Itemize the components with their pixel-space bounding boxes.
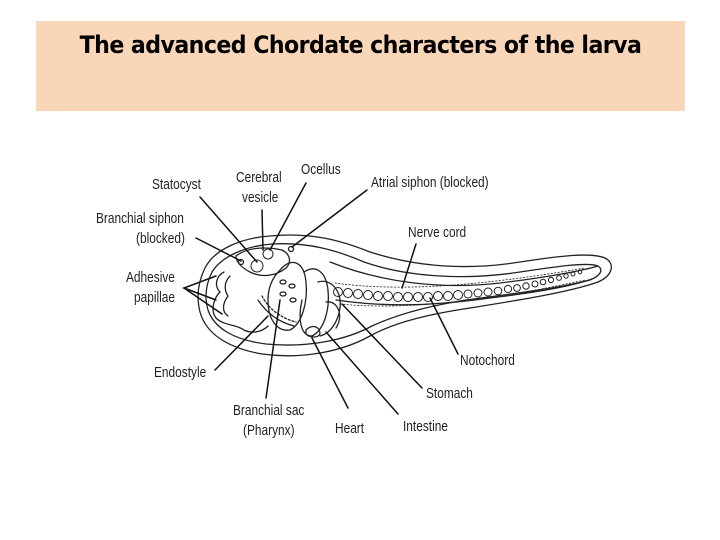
slide-title: The advanced Chordate characters of the … [79, 31, 642, 59]
label-adhesive-papillae-line1: Adhesive [126, 270, 175, 286]
leader-endostyle [214, 315, 269, 371]
notochord-cells [333, 269, 583, 302]
leader-intestine [325, 331, 399, 415]
body-outline [197, 234, 612, 357]
label-cerebral-vesicle-line2: vesicle [242, 190, 279, 206]
slide-title-box: The advanced Chordate characters of the … [36, 21, 685, 111]
label-nerve-cord: Nerve cord [408, 225, 467, 241]
leader-cerebral-vesicle [261, 209, 264, 251]
label-ocellus: Ocellus [301, 162, 341, 178]
leader-atrial-siphon [291, 189, 368, 248]
leader-ocellus [269, 182, 307, 251]
leader-stomach [341, 303, 423, 389]
label-atrial-siphon: Atrial siphon (blocked) [371, 175, 489, 191]
label-branchial-siphon-line2: (blocked) [136, 231, 185, 247]
label-branchial-sac-line1: Branchial sac [233, 403, 305, 419]
label-endostyle: Endostyle [154, 365, 207, 381]
leader-nerve-cord [401, 243, 417, 289]
leader-branchial-sac [265, 299, 281, 399]
label-stomach: Stomach [426, 386, 473, 402]
label-heart: Heart [335, 421, 365, 437]
label-intestine: Intestine [403, 419, 448, 435]
leader-notochord [429, 297, 459, 355]
label-statocyst: Statocyst [152, 177, 201, 193]
leader-heart [311, 337, 349, 409]
leader-branchial-siphon [195, 237, 242, 262]
label-branchial-siphon-line1: Branchial siphon [96, 211, 184, 227]
label-branchial-sac-line2: (Pharynx) [243, 423, 295, 439]
leader-statocyst [199, 196, 258, 263]
label-adhesive-papillae-line2: papillae [134, 290, 175, 306]
label-cerebral-vesicle-line1: Cerebral [236, 170, 282, 186]
label-notochord: Notochord [460, 353, 515, 369]
